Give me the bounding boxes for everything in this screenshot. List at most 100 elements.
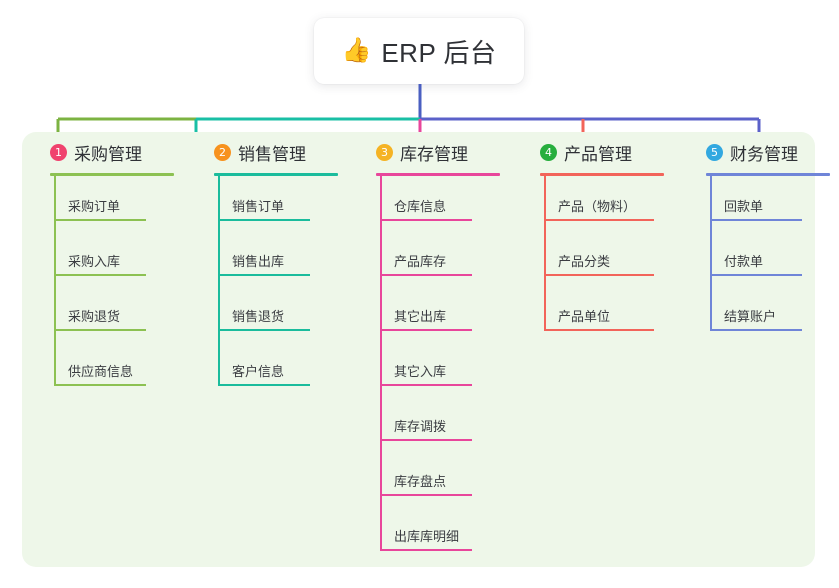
menu-item[interactable]: 库存调拨	[362, 396, 512, 451]
column-spine	[710, 176, 712, 331]
column-underline	[50, 173, 174, 176]
menu-item-underline	[218, 219, 310, 221]
menu-item-underline	[218, 384, 310, 386]
menu-item-underline	[710, 329, 802, 331]
menu-item[interactable]: 付款单	[692, 231, 839, 286]
menu-item-label: 销售退货	[232, 309, 285, 324]
menu-item-underline	[710, 274, 802, 276]
column-header-3[interactable]: 3 库存管理	[362, 132, 512, 172]
menu-item-label: 出库库明细	[394, 529, 460, 544]
menu-item-label: 采购退货	[68, 309, 121, 324]
menu-item-label: 供应商信息	[68, 364, 134, 379]
column-title: 产品管理	[564, 144, 632, 164]
column-number-badge: 3	[376, 143, 393, 161]
column-title: 财务管理	[730, 144, 798, 164]
column-items: 产品（物料） 产品分类产品单位	[526, 176, 686, 341]
menu-item-label: 仓库信息	[394, 199, 447, 214]
menu-item-label: 采购入库	[68, 254, 121, 269]
root-node-card[interactable]: 👍 ERP 后台	[314, 18, 524, 84]
menu-item-underline	[380, 384, 472, 386]
column-spine	[544, 176, 546, 331]
column-underline	[540, 173, 664, 176]
menu-item[interactable]: 采购订单	[36, 176, 186, 231]
menu-item-underline	[380, 329, 472, 331]
menu-item[interactable]: 供应商信息	[36, 341, 186, 396]
menu-item-label: 库存盘点	[394, 474, 447, 489]
menu-item-label: 库存调拨	[394, 419, 447, 434]
thumbs-up-icon: 👍	[341, 37, 372, 64]
menu-item-underline	[218, 329, 310, 331]
menu-item-underline	[54, 274, 146, 276]
column-number-badge: 5	[706, 143, 723, 161]
column-items: 仓库信息产品库存其它出库其它入库库存调拨库存盘点出库库明细	[362, 176, 512, 561]
menu-item[interactable]: 产品单位	[526, 286, 686, 341]
column-number-badge: 1	[50, 143, 67, 161]
menu-item-underline	[544, 219, 654, 221]
column-spine	[218, 176, 220, 386]
column-spine	[54, 176, 56, 386]
menu-item[interactable]: 结算账户	[692, 286, 839, 341]
menu-item-label: 回款单	[724, 199, 764, 214]
menu-item[interactable]: 其它入库	[362, 341, 512, 396]
column-5: 5 财务管理回款单付款单结算账户	[692, 132, 839, 341]
menu-item-underline	[380, 494, 472, 496]
menu-item-label: 客户信息	[232, 364, 285, 379]
column-items: 销售订单销售出库销售退货客户信息	[200, 176, 350, 396]
menu-item[interactable]: 采购退货	[36, 286, 186, 341]
menu-item[interactable]: 其它出库	[362, 286, 512, 341]
menu-item-underline	[380, 549, 472, 551]
menu-item-underline	[218, 274, 310, 276]
column-4: 4 产品管理产品（物料） 产品分类产品单位	[526, 132, 686, 341]
menu-item-label: 采购订单	[68, 199, 121, 214]
menu-item-underline	[544, 274, 654, 276]
column-underline	[376, 173, 500, 176]
column-title: 采购管理	[74, 144, 142, 164]
menu-item-label: 产品（物料）	[558, 199, 637, 214]
menu-item-underline	[54, 384, 146, 386]
menu-item[interactable]: 产品（物料）	[526, 176, 686, 231]
menu-item[interactable]: 库存盘点	[362, 451, 512, 506]
menu-item-underline	[710, 219, 802, 221]
menu-item-underline	[54, 219, 146, 221]
menu-item[interactable]: 销售退货	[200, 286, 350, 341]
column-number-badge: 4	[540, 143, 557, 161]
column-1: 1 采购管理采购订单采购入库采购退货供应商信息	[36, 132, 186, 396]
column-title: 库存管理	[400, 144, 468, 164]
column-header-1[interactable]: 1 采购管理	[36, 132, 186, 172]
menu-item[interactable]: 采购入库	[36, 231, 186, 286]
menu-item[interactable]: 出库库明细	[362, 506, 512, 561]
menu-item-underline	[380, 219, 472, 221]
column-header-5[interactable]: 5 财务管理	[692, 132, 839, 172]
column-title: 销售管理	[238, 144, 306, 164]
column-underline	[706, 173, 830, 176]
root-node-title: ERP 后台	[381, 37, 497, 68]
menu-item[interactable]: 销售出库	[200, 231, 350, 286]
menu-item-label: 结算账户	[724, 309, 777, 324]
menu-item[interactable]: 客户信息	[200, 341, 350, 396]
menu-item-underline	[54, 329, 146, 331]
column-items: 回款单付款单结算账户	[692, 176, 839, 341]
menu-item-label: 其它入库	[394, 364, 447, 379]
column-header-4[interactable]: 4 产品管理	[526, 132, 686, 172]
menu-item-label: 产品分类	[558, 254, 611, 269]
menu-item-label: 付款单	[724, 254, 764, 269]
column-3: 3 库存管理仓库信息产品库存其它出库其它入库库存调拨库存盘点出库库明细	[362, 132, 512, 561]
menu-item-label: 销售出库	[232, 254, 285, 269]
menu-item[interactable]: 销售订单	[200, 176, 350, 231]
menu-item[interactable]: 仓库信息	[362, 176, 512, 231]
column-underline	[214, 173, 338, 176]
menu-item[interactable]: 产品库存	[362, 231, 512, 286]
menu-item-label: 其它出库	[394, 309, 447, 324]
menu-item-label: 产品单位	[558, 309, 611, 324]
column-spine	[380, 176, 382, 551]
menu-item-underline	[380, 274, 472, 276]
menu-item[interactable]: 回款单	[692, 176, 839, 231]
menu-item-underline	[544, 329, 654, 331]
menu-item-label: 产品库存	[394, 254, 447, 269]
menu-item[interactable]: 产品分类	[526, 231, 686, 286]
menu-item-underline	[380, 439, 472, 441]
